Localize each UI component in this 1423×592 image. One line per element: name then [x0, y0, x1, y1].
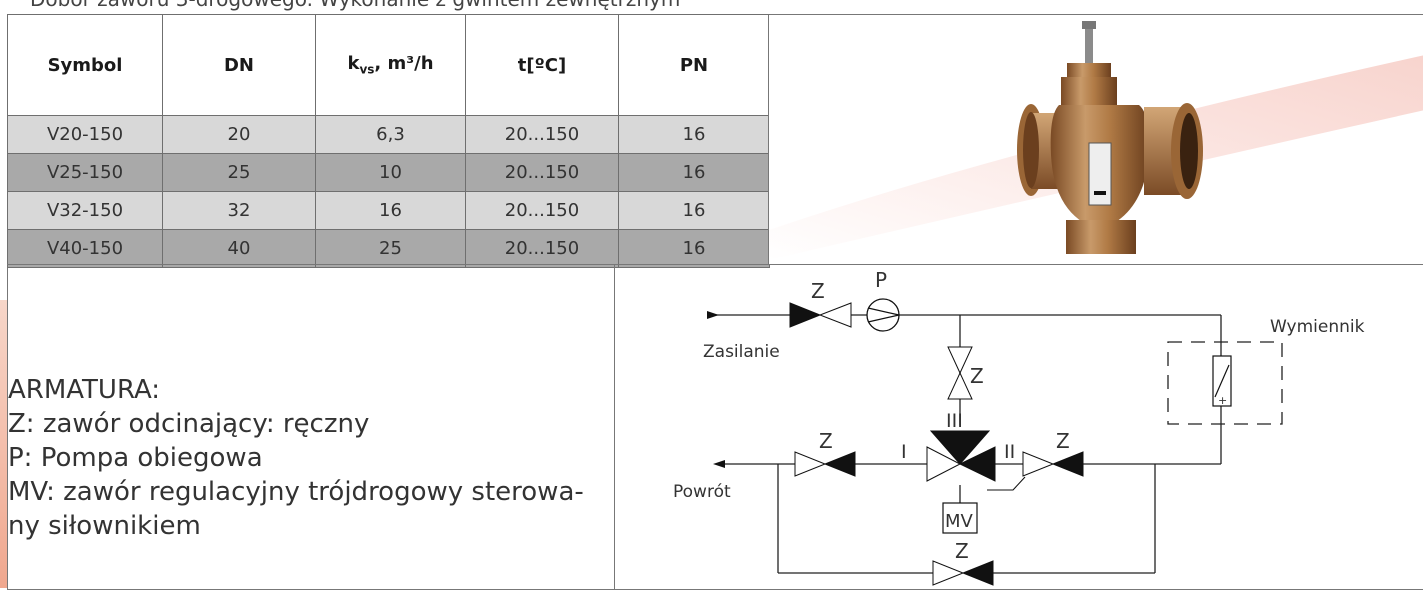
cell-kvs: 16	[315, 191, 466, 230]
cell-symbol: V40-150	[7, 229, 163, 268]
valve-label-plate	[1088, 142, 1112, 206]
return-arrow-icon	[713, 460, 725, 468]
cell-pn: 16	[618, 153, 770, 192]
cell-dn: 20	[162, 115, 316, 154]
label-exchanger: Wymiennik	[1270, 317, 1365, 337]
label-z-vertical: Z	[970, 364, 984, 388]
armatura-line-z: Z: zawór odcinający: ręczny	[8, 409, 370, 439]
cell-temp: 20...150	[465, 229, 619, 268]
valve-spindle	[1085, 23, 1093, 67]
spec-table: Symbol DN kvs, m³/h t[ºC] PN V20-150 20 …	[7, 14, 770, 268]
armatura-line-mv: MV: zawór regulacyjny trójdrogowy sterow…	[8, 477, 584, 507]
left-port-opening	[1023, 112, 1039, 188]
three-way-valve-icon	[926, 430, 996, 482]
supply-arrow-icon	[707, 311, 719, 319]
cell-temp: 20...150	[465, 115, 619, 154]
label-mv: MV	[945, 511, 974, 532]
header-dn: DN	[162, 14, 316, 116]
armatura-line-mv-cont: ny siłownikiem	[8, 511, 201, 541]
armatura-title: ARMATURA:	[8, 375, 161, 405]
cell-dn: 40	[162, 229, 316, 268]
table-row: V25-150 25 10 20...150 16	[7, 153, 770, 192]
table-row: V32-150 32 16 20...150 16	[7, 191, 770, 230]
cell-kvs: 10	[315, 153, 466, 192]
bottom-port	[1066, 220, 1136, 254]
table-row: V40-150 40 25 20...150 16	[7, 229, 770, 268]
left-accent-bar	[0, 300, 7, 588]
right-port-opening	[1180, 113, 1198, 189]
valve-bonnet-top	[1067, 63, 1111, 77]
label-z-return-right: Z	[1056, 429, 1070, 453]
header-kvs: kvs, m³/h	[315, 14, 466, 116]
valve-photo	[768, 15, 1423, 265]
spindle-tip	[1082, 21, 1096, 29]
label-plus: +	[1218, 394, 1227, 407]
cell-temp: 20...150	[465, 153, 619, 192]
valve-bonnet	[1061, 77, 1117, 105]
cell-pn: 16	[618, 115, 770, 154]
cell-dn: 25	[162, 153, 316, 192]
label-port-i: I	[901, 441, 907, 463]
armatura-legend: ARMATURA: Z: zawór odcinający: ręczny P:…	[8, 373, 608, 543]
shutoff-valve-icon	[789, 302, 852, 328]
cell-pn: 16	[618, 191, 770, 230]
header-pn: PN	[618, 14, 770, 116]
cell-symbol: V25-150	[7, 153, 163, 192]
label-z-return-left: Z	[819, 429, 833, 453]
piping-schematic: Z P Zasilanie Wymiennik Z III I II Z Z Z…	[615, 265, 1423, 588]
bypass-shutoff-valve-icon	[932, 560, 994, 586]
label-return: Powrót	[673, 482, 731, 502]
label-z-supply: Z	[811, 279, 825, 303]
cell-kvs: 25	[315, 229, 466, 268]
vertical-shutoff-valve-icon	[947, 346, 973, 400]
bottom-section	[7, 264, 1423, 591]
actuator-box	[942, 502, 978, 534]
section-divider	[614, 264, 615, 590]
cell-symbol: V32-150	[7, 191, 163, 230]
three-way-valve-image	[769, 21, 1423, 260]
header-symbol: Symbol	[7, 14, 163, 116]
cell-pn: 16	[618, 229, 770, 268]
label-supply: Zasilanie	[703, 342, 780, 362]
label-port-ii: II	[1004, 441, 1015, 463]
label-z-bypass: Z	[955, 539, 969, 563]
label-mark	[1094, 191, 1106, 195]
cell-temp: 20...150	[465, 191, 619, 230]
table-row: V20-150 20 6,3 20...150 16	[7, 115, 770, 154]
armatura-line-p: P: Pompa obiegowa	[8, 443, 263, 473]
label-pump: P	[875, 268, 887, 292]
cell-dn: 32	[162, 191, 316, 230]
table-header-row: Symbol DN kvs, m³/h t[ºC] PN	[7, 14, 770, 116]
pump-icon	[866, 298, 900, 332]
header-temp: t[ºC]	[465, 14, 619, 116]
cell-kvs: 6,3	[315, 115, 466, 154]
actuator-signal-line	[987, 476, 1026, 491]
label-port-iii: III	[946, 410, 963, 432]
schematic-svg: Z P Zasilanie Wymiennik Z III I II Z Z Z…	[673, 268, 1365, 586]
exchanger-dashed-frame	[1167, 341, 1283, 425]
cell-symbol: V20-150	[7, 115, 163, 154]
top-caption: Dobór zaworu 3-drogowego. Wykonanie z gw…	[30, 0, 680, 11]
return-right-shutoff-valve-icon	[1022, 451, 1084, 477]
return-left-shutoff-valve-icon	[794, 451, 856, 477]
exchanger-diagonal	[1214, 364, 1230, 398]
